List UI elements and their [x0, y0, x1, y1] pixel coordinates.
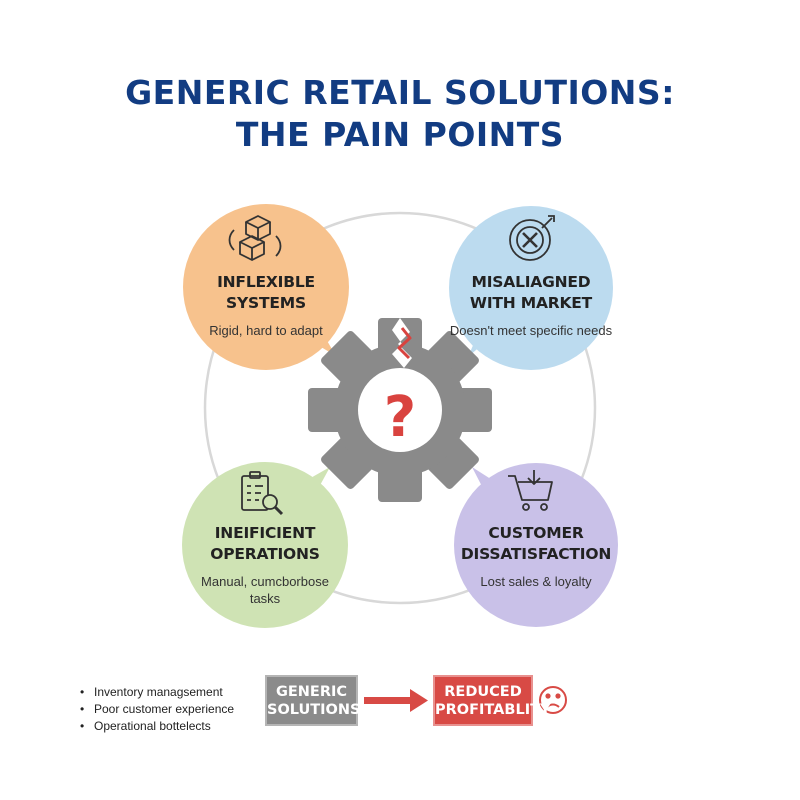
pain-point-subtitle: Rigid, hard to adapt: [181, 322, 351, 339]
missed-target-icon: [509, 215, 555, 261]
issues-list: Inventory managsement Poor customer expe…: [80, 684, 234, 735]
shopping-cart-icon: [508, 470, 553, 511]
pain-point-subtitle-line: Doesn't meet specific needs: [449, 323, 613, 338]
sad-face-icon: [539, 686, 567, 714]
title-line-1: GENERIC RETAIL SOLUTIONS:: [125, 73, 675, 112]
pain-point-subtitle-line: Lost sales & loyalty: [480, 574, 592, 589]
pain-point-title-line: MISALIAGNED: [471, 273, 591, 291]
bubble-inflexible-systems: [183, 204, 349, 370]
pain-point-inflexible-systems: INFLEXIBLE SYSTEMS Rigid, hard to adapt: [181, 272, 351, 339]
bubble-misaligned-market: [449, 206, 613, 370]
pain-point-subtitle: Doesn't meet specific needs: [446, 322, 616, 339]
broken-gear-icon: [308, 318, 492, 502]
pain-point-title-line: INEIFICIENT: [214, 524, 316, 542]
bubble-customer-dissatisfaction: [454, 463, 618, 627]
list-item: Inventory managsement: [80, 684, 234, 701]
reduced-profitability-line: PROFITABLITY: [435, 701, 551, 718]
pain-point-subtitle: Manual, cumcborbose tasks: [180, 573, 350, 607]
generic-solutions-line: GENERIC: [275, 683, 348, 700]
connecting-ring: [203, 211, 597, 605]
pain-point-subtitle-line: Rigid, hard to adapt: [209, 323, 323, 338]
pain-point-title-line: WITH MARKET: [469, 294, 593, 312]
pain-point-title-line: DISSATISFACTION: [460, 545, 612, 563]
pain-point-subtitle-line: Manual, cumcborbose: [201, 574, 329, 589]
pain-point-subtitle: Lost sales & loyalty: [451, 573, 621, 590]
reduced-profitability-box: REDUCED PROFITABLITY: [433, 675, 551, 726]
generic-solutions-box: GENERIC SOLUTIONS: [265, 675, 361, 726]
pain-point-inefficient-operations: INEIFICIENT OPERATIONS Manual, cumcborbo…: [180, 523, 350, 607]
page-title: GENERIC RETAIL SOLUTIONS: THE PAIN POINT…: [0, 72, 800, 156]
pain-point-title-line: SYSTEMS: [226, 294, 306, 312]
pain-point-misaligned-market: MISALIAGNED WITH MARKET Doesn't meet spe…: [446, 272, 616, 339]
pain-point-subtitle-line: tasks: [249, 591, 281, 606]
reduced-profitability-line: REDUCED: [444, 683, 522, 700]
question-mark: ?: [384, 385, 416, 450]
pain-point-title-line: INFLEXIBLE: [217, 273, 315, 291]
pain-point-customer-dissatisfaction: CUSTOMER DISSATISFACTION Lost sales & lo…: [451, 523, 621, 590]
bubble-inefficient-operations: [182, 462, 348, 628]
stacked-boxes-icon: [228, 215, 282, 261]
pain-point-title: CUSTOMER DISSATISFACTION: [451, 523, 621, 565]
pain-point-title: MISALIAGNED WITH MARKET: [446, 272, 616, 314]
clipboard-search-icon: [241, 471, 284, 516]
title-line-2: THE PAIN POINTS: [235, 115, 565, 154]
pain-point-title: INEIFICIENT OPERATIONS: [180, 523, 350, 565]
flow-arrow: [364, 689, 428, 712]
list-item: Poor customer experience: [80, 701, 234, 718]
generic-solutions-line: SOLUTIONS: [267, 701, 361, 718]
pain-point-title: INFLEXIBLE SYSTEMS: [181, 272, 351, 314]
pain-point-title-line: OPERATIONS: [210, 545, 320, 563]
list-item: Operational bottelects: [80, 718, 234, 735]
pain-point-title-line: CUSTOMER: [488, 524, 584, 542]
